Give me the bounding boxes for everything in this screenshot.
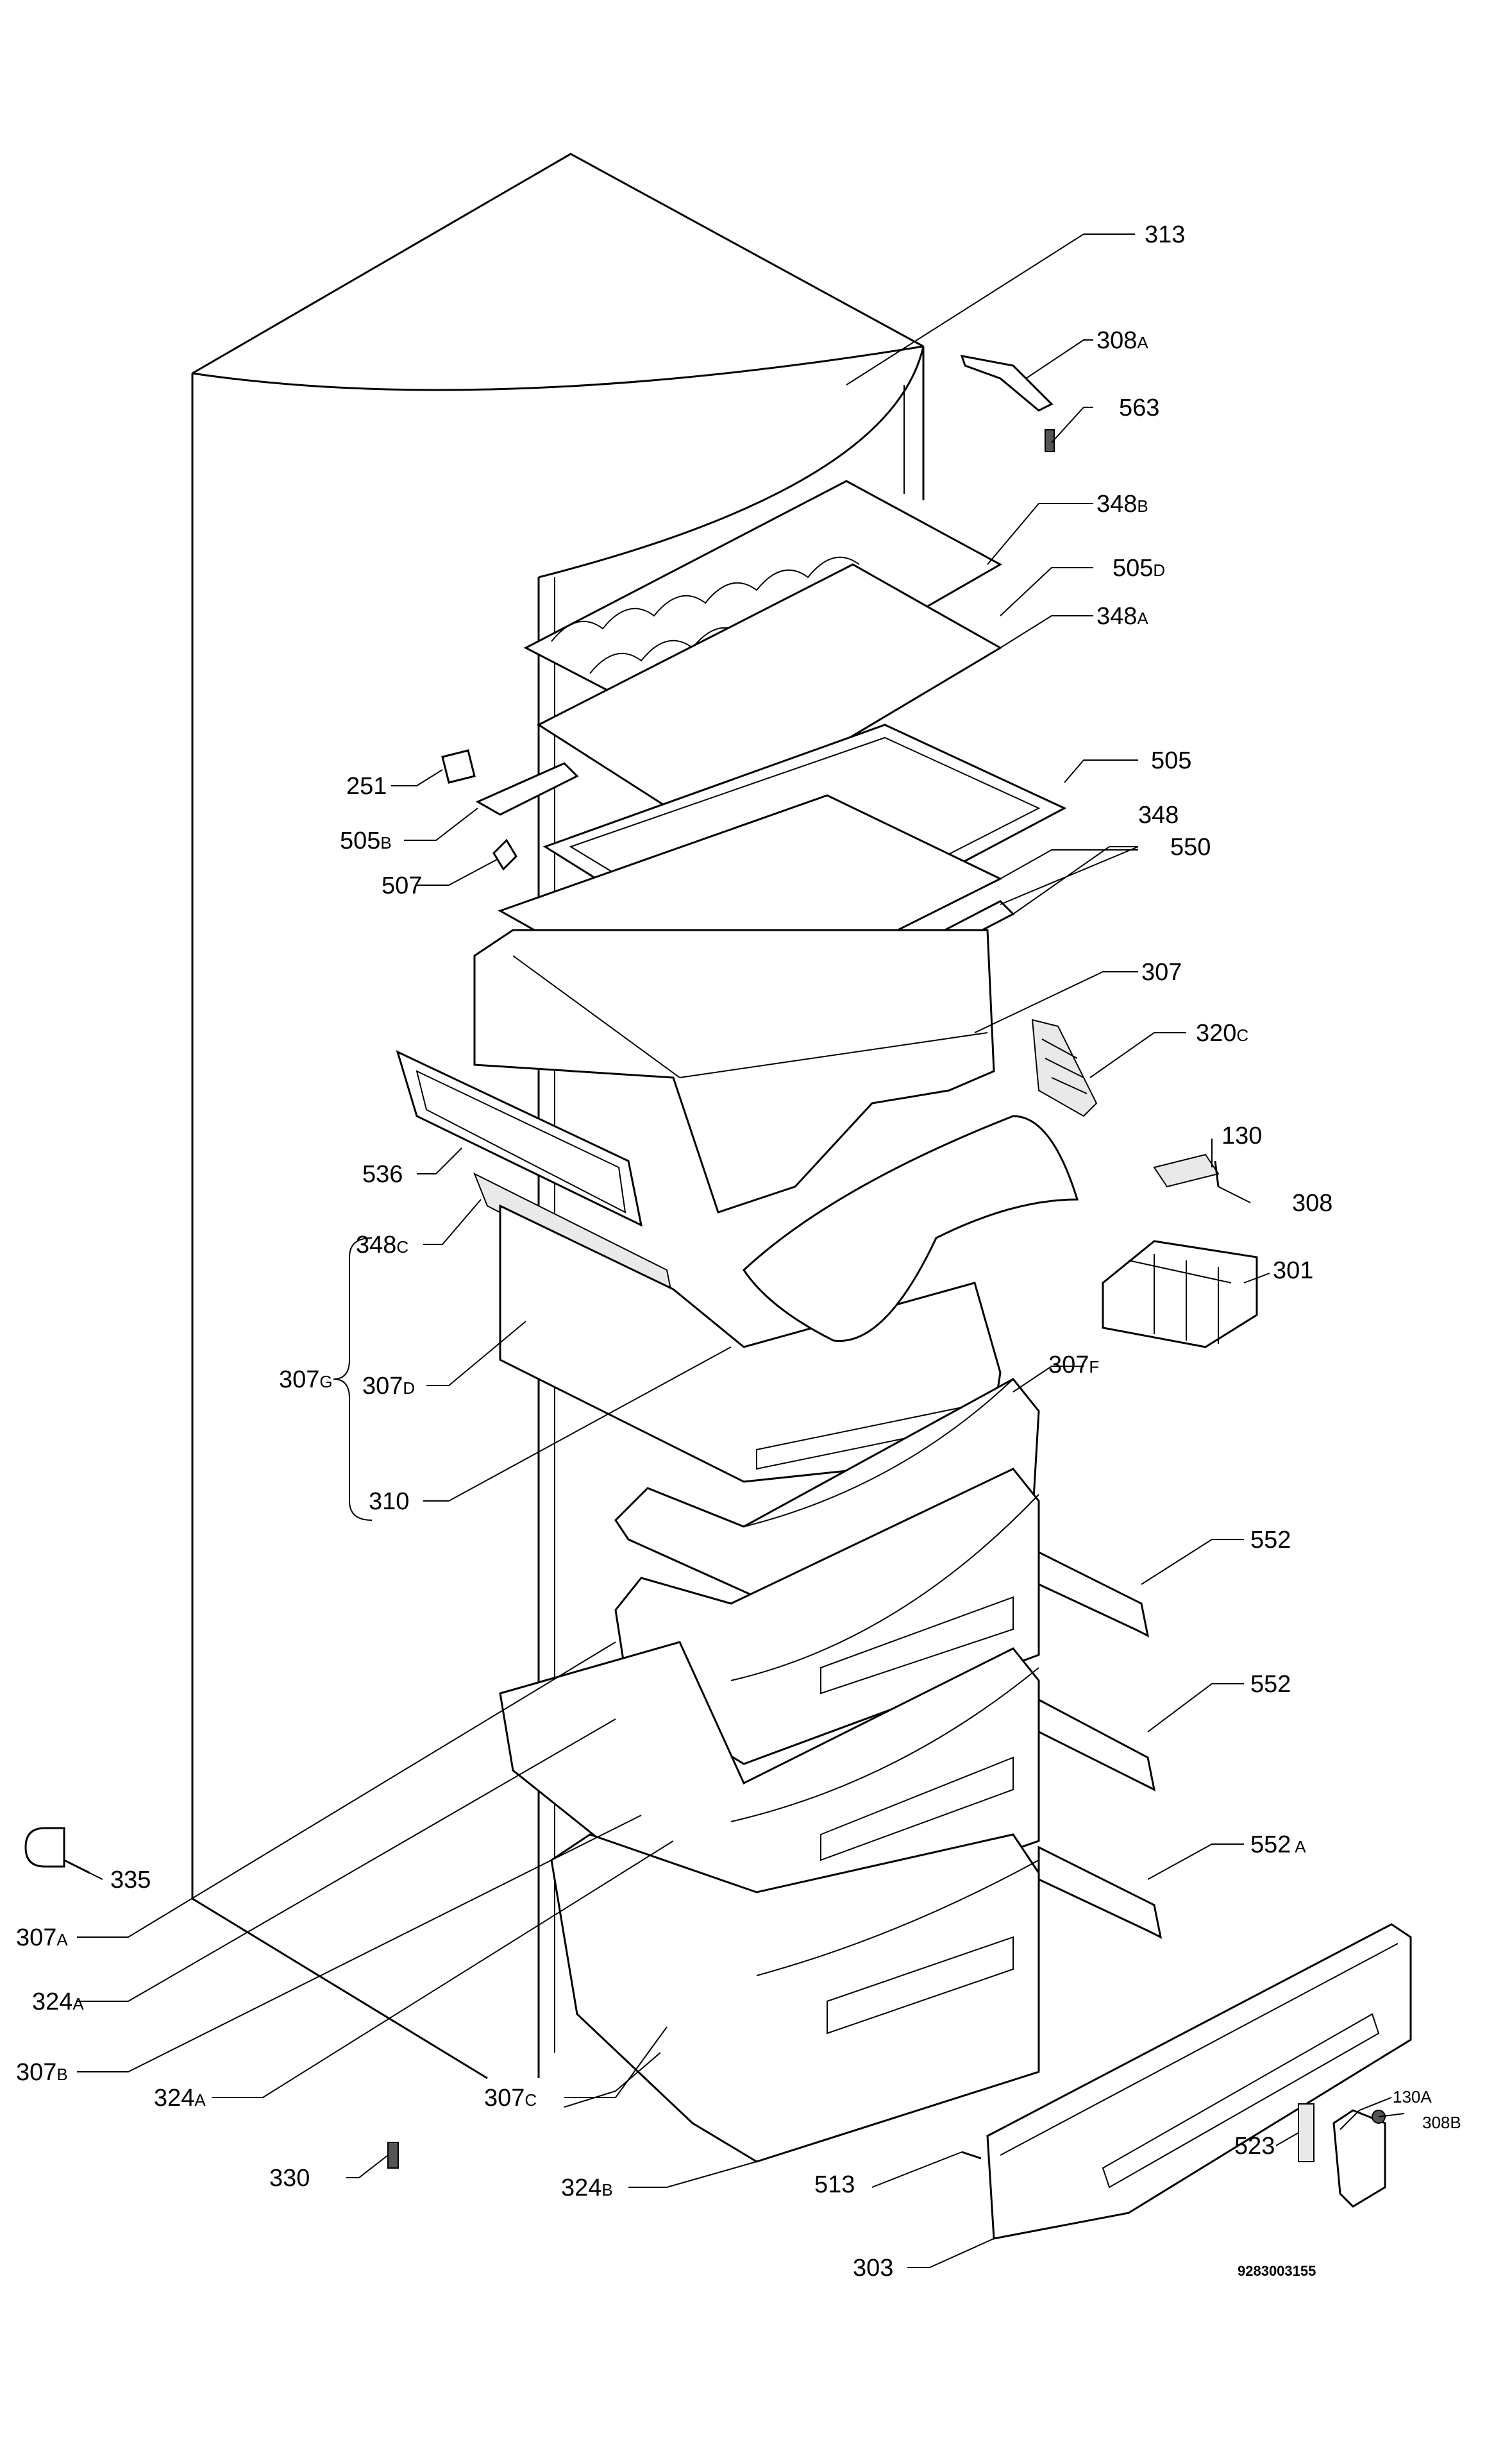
label-251: 251: [346, 773, 387, 800]
label-307f: 307F: [1048, 1351, 1099, 1378]
foot-330: [387, 2142, 399, 2169]
part-labels: 313 308A 563 348B 505D 348A 505 348 550 …: [16, 221, 1461, 2282]
label-307a: 307A: [16, 1924, 68, 1951]
drawer-307c: [550, 1833, 1040, 2163]
label-303: 303: [853, 2255, 893, 2282]
label-563: 563: [1119, 394, 1159, 421]
part-523: [1298, 2103, 1315, 2162]
label-313: 313: [1145, 221, 1185, 248]
compartment-307: [473, 929, 995, 1214]
label-513: 513: [814, 2171, 855, 2198]
document-number: 9283003155: [1238, 2263, 1316, 2279]
leader-lines: [77, 233, 1405, 2268]
part-507: [492, 838, 517, 871]
label-130: 130: [1222, 1123, 1262, 1149]
label-320c: 320C: [1196, 1020, 1248, 1047]
label-552-upper: 552: [1250, 1527, 1291, 1554]
label-536: 536: [362, 1161, 403, 1188]
hinge-bracket-308b: [1332, 2109, 1386, 2208]
label-348a: 348A: [1096, 603, 1148, 630]
part-308a: [960, 355, 1054, 412]
label-324b: 324B: [561, 2174, 613, 2201]
part-505b: [475, 762, 579, 816]
label-307g: 307G: [279, 1366, 333, 1393]
label-307b: 307B: [16, 2059, 68, 2086]
drawer-runner-552-middle: [1037, 1698, 1156, 1792]
label-335: 335: [110, 1867, 151, 1894]
label-324a-lower: 324A: [154, 2085, 206, 2112]
group-bracket-307g: [333, 1237, 373, 1521]
drawer-runner-552-upper: [1037, 1550, 1150, 1638]
hinge-335: [24, 1827, 90, 1874]
label-130a: 130A: [1393, 2087, 1432, 2106]
label-301: 301: [1273, 1257, 1313, 1284]
label-505b: 505B: [340, 827, 392, 854]
label-307d: 307D: [362, 1373, 415, 1400]
part-251: [441, 749, 476, 784]
cover-310: [743, 1115, 1079, 1343]
label-310: 310: [369, 1488, 409, 1515]
label-308: 308: [1292, 1190, 1332, 1217]
label-552a: 552 A: [1250, 1831, 1306, 1858]
label-552-middle: 552: [1250, 1671, 1291, 1698]
label-505: 505: [1151, 747, 1191, 774]
label-348c: 348C: [356, 1232, 408, 1258]
label-307c: 307C: [484, 2085, 537, 2112]
ice-tray-301: [1102, 1240, 1258, 1348]
label-507: 507: [382, 872, 422, 899]
label-308a: 308A: [1096, 327, 1148, 354]
group-bracket-307c: [564, 2052, 661, 2108]
vent-grille-320c: [1031, 1019, 1098, 1117]
door-flap-536: [396, 1050, 643, 1227]
part-513: [961, 2151, 982, 2160]
label-324a-left: 324A: [32, 1988, 84, 2015]
label-523: 523: [1234, 2133, 1275, 2160]
label-348: 348: [1138, 802, 1179, 829]
label-550: 550: [1170, 834, 1211, 861]
drawer-runner-552a: [1037, 1845, 1163, 1939]
label-330: 330: [269, 2165, 310, 2192]
label-348b: 348B: [1096, 491, 1148, 518]
label-307: 307: [1141, 959, 1182, 986]
label-505d: 505D: [1113, 555, 1165, 582]
label-308b: 308B: [1422, 2113, 1461, 2132]
hinge-130: [1153, 1153, 1220, 1188]
